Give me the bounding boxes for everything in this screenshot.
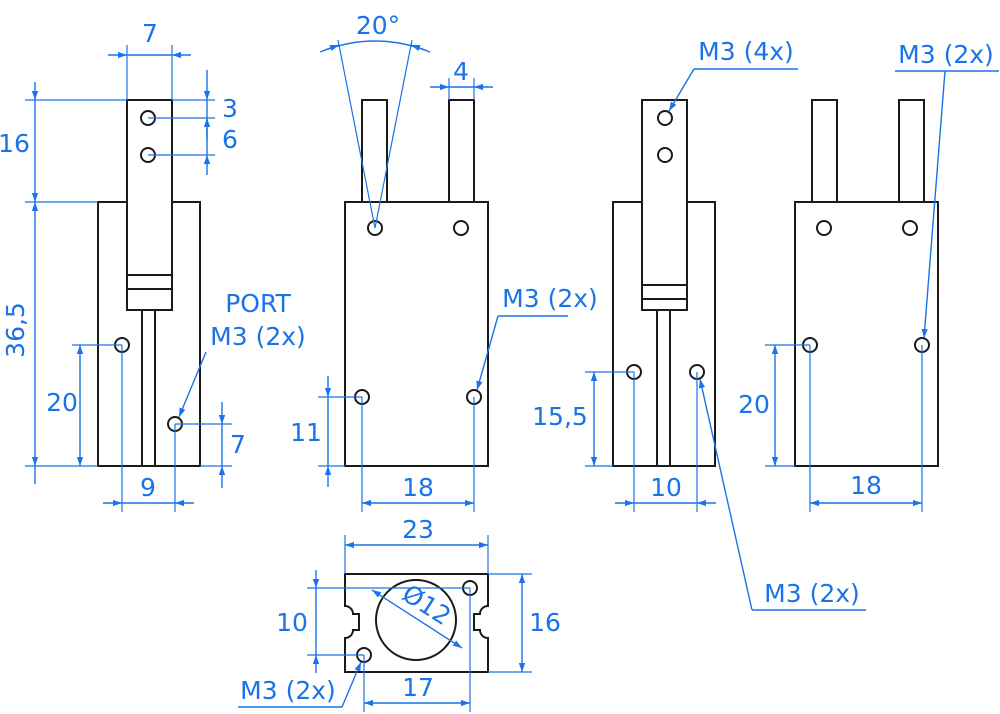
side-view-left: 7 3 6 16 36,5 20 7	[0, 19, 306, 512]
port-label: PORT	[225, 289, 291, 318]
m3-4x-label: M3 (4x)	[698, 37, 794, 66]
m3-2x-bottom-label: M3 (2x)	[764, 579, 860, 608]
bottom-view: 23 Ø12 10 16 17 M3 (2x)	[238, 515, 561, 712]
dim-11: 11	[290, 418, 322, 447]
side-view-right: M3 (4x) 15,5 10 M3 (2x)	[532, 37, 866, 611]
jaw-outline	[641, 99, 688, 311]
dim-17: 17	[402, 673, 434, 702]
jaw-right	[898, 99, 925, 203]
dim-36-5: 36,5	[1, 302, 30, 358]
m3-label: M3 (2x)	[898, 40, 994, 69]
body-hole	[453, 220, 469, 236]
dim-10: 10	[276, 608, 308, 637]
dim-16: 16	[529, 608, 561, 637]
dim-23: 23	[402, 515, 434, 544]
jaw-left	[811, 99, 838, 203]
dim-10: 10	[650, 473, 682, 502]
body-hole	[816, 220, 832, 236]
body-outline	[794, 201, 939, 467]
front-view-left: 20° 4 11 18 M3 (2x)	[290, 11, 598, 512]
dim-18: 18	[402, 473, 434, 502]
front-view-right: M3 (2x) 20 18	[738, 40, 999, 512]
jaw-hole	[657, 147, 673, 163]
dim-4: 4	[453, 57, 469, 86]
jaw-outline	[126, 99, 173, 311]
port-thread-label: M3 (2x)	[210, 322, 306, 351]
dim-7-top: 7	[142, 19, 158, 48]
body-hole	[902, 220, 918, 236]
jaw-hole	[657, 110, 673, 126]
dim-20: 20	[738, 390, 770, 419]
dim-6: 6	[222, 125, 238, 154]
m3-label: M3 (2x)	[240, 676, 336, 705]
dim-7-right: 7	[230, 430, 246, 459]
dim-18: 18	[850, 471, 882, 500]
dim-20: 20	[46, 388, 78, 417]
dim-20-deg: 20°	[356, 11, 400, 40]
body-outline	[344, 201, 489, 467]
dim-9: 9	[140, 473, 156, 502]
jaw-right	[448, 99, 475, 203]
dim-3: 3	[222, 94, 238, 123]
dim-16: 16	[0, 129, 30, 158]
m3-label: M3 (2x)	[502, 284, 598, 313]
dim-15-5: 15,5	[532, 402, 588, 431]
